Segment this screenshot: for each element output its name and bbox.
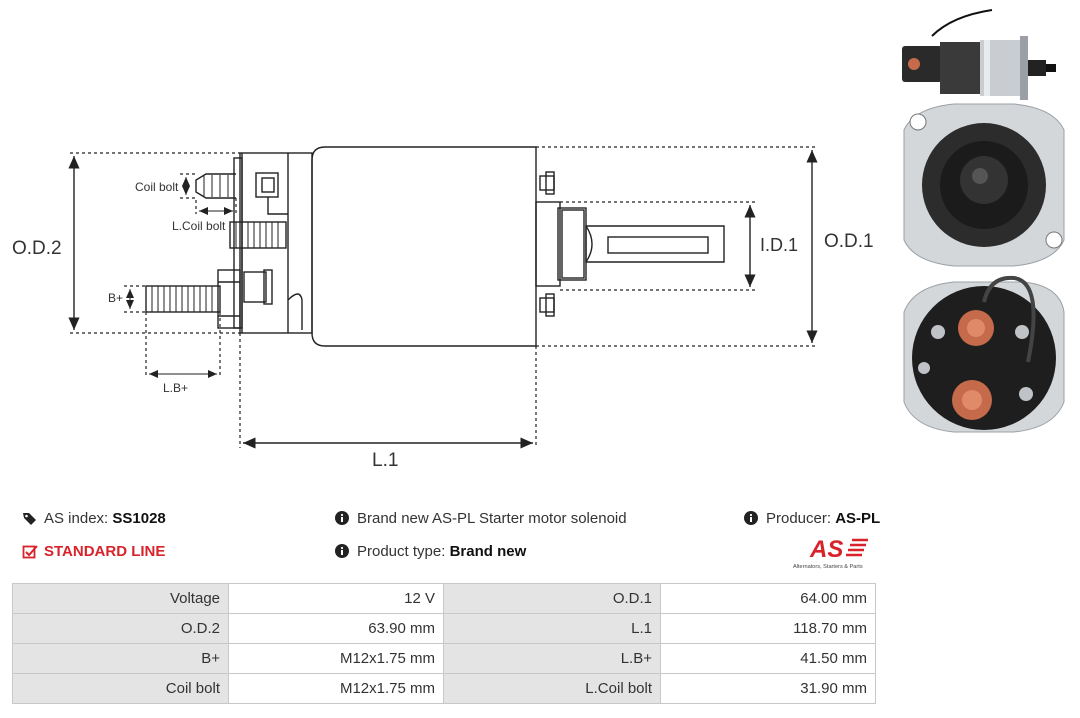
spec-value: M12x1.75 mm [228, 643, 444, 674]
as-pl-logo: AS Alternators, Starters & Parts [793, 536, 868, 570]
solenoid-dimension-drawing: O.D.2 O.D.1 I.D.1 L.1 Coil bolt L.Coil b… [12, 146, 874, 471]
info-circle-icon [335, 510, 351, 527]
product-type-value: Brand new [449, 543, 527, 560]
dim-label-b-plus: B+ [108, 291, 123, 305]
spec-key: O.D.2 [12, 613, 229, 644]
solenoid-body [311, 146, 537, 347]
info-circle-icon [744, 510, 760, 527]
dim-label-id1: I.D.1 [760, 235, 798, 255]
tag-icon [22, 511, 38, 527]
spec-key: Coil bolt [12, 673, 229, 704]
description-text: Brand new AS-PL Starter motor solenoid [357, 510, 627, 527]
b-plus-stud [145, 285, 221, 313]
description-row: Brand new AS-PL Starter motor solenoid [335, 510, 627, 527]
dim-label-l1: L.1 [372, 450, 398, 471]
product-type-label: Product type: [357, 543, 446, 560]
as-index-label: AS index: [44, 510, 109, 527]
producer-row: Producer: AS-PL [744, 510, 880, 527]
spec-key: O.D.1 [443, 583, 661, 614]
spec-key: L.1 [443, 613, 661, 644]
spec-value: M12x1.75 mm [228, 673, 444, 704]
product-photo-terminals [903, 275, 1065, 433]
solenoid-end-cap [239, 152, 313, 334]
spec-value: 31.90 mm [660, 673, 876, 704]
dim-label-od2: O.D.2 [12, 238, 62, 259]
dim-label-l-b-plus: L.B+ [163, 381, 188, 395]
logo-mark: AS [809, 536, 843, 563]
spec-key: L.Coil bolt [443, 673, 661, 704]
as-index-row: AS index: SS1028 [22, 510, 166, 527]
spec-value: 12 V [228, 583, 444, 614]
standard-line-label: STANDARD LINE [44, 543, 166, 560]
producer-label: Producer: [766, 510, 832, 527]
spec-key: B+ [12, 643, 229, 674]
coil-bolt-stud [195, 173, 236, 199]
producer-value: AS-PL [835, 510, 881, 527]
dim-label-od1: O.D.1 [824, 231, 874, 252]
as-index-value: SS1028 [112, 510, 166, 527]
spec-value: 63.90 mm [228, 613, 444, 644]
spec-value: 118.70 mm [660, 613, 876, 644]
info-circle-icon [335, 543, 351, 560]
spec-value: 41.50 mm [660, 643, 876, 674]
spec-value: 64.00 mm [660, 583, 876, 614]
check-square-icon [22, 544, 38, 560]
dim-label-l-coil-bolt: L.Coil bolt [172, 219, 226, 233]
spec-key: Voltage [12, 583, 229, 614]
plunger [585, 225, 725, 263]
dim-label-coil-bolt: Coil bolt [135, 180, 179, 194]
product-type-row: Product type: Brand new [335, 543, 526, 560]
product-photo-side [902, 9, 1056, 100]
spec-key: L.B+ [443, 643, 661, 674]
logo-tagline: Alternators, Starters & Parts [793, 564, 863, 570]
product-photo-front [903, 103, 1065, 267]
standard-line-badge: STANDARD LINE [22, 543, 165, 560]
